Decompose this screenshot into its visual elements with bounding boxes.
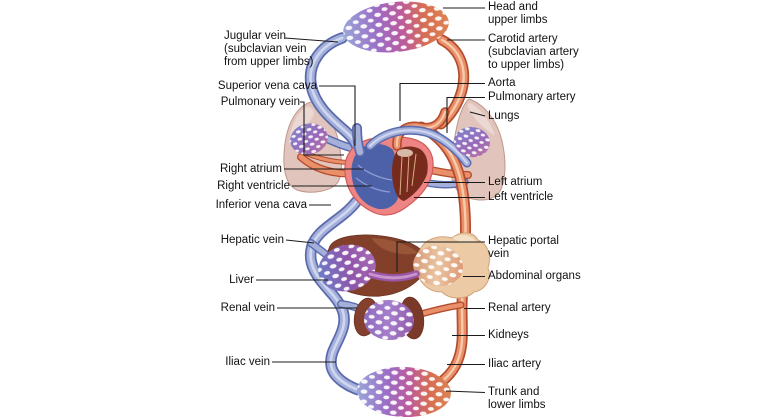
heart <box>344 136 434 216</box>
liver-organ <box>318 234 428 297</box>
kidneys-organ <box>353 296 425 341</box>
label-renal-artery: Renal artery <box>488 302 551 314</box>
label-hepatic-portal-vein: Hepatic portal vein <box>488 235 559 261</box>
artery-trunk <box>415 34 472 397</box>
label-left-ventricle: Left ventricle <box>488 191 554 203</box>
label-aorta: Aorta <box>488 77 516 89</box>
label-abdominal-organs: Abdominal organs <box>488 270 581 282</box>
label-trunk-and-lower-limbs: Trunk and lower limbs <box>488 386 546 412</box>
label-head-and-upper-limbs: Head and upper limbs <box>488 1 548 27</box>
pulmonary-artery-arc <box>365 125 472 168</box>
lower-limbs-capillary-bed <box>357 366 451 417</box>
label-carotid-artery: Carotid artery (subclavian artery to upp… <box>488 33 579 72</box>
label-kidneys: Kidneys <box>488 329 529 341</box>
right-heart-chambers <box>351 143 400 210</box>
label-iliac-artery: Iliac artery <box>488 358 542 370</box>
left-heart-chambers <box>392 146 428 201</box>
renal-artery-vessel <box>417 301 465 318</box>
vein-trunk <box>304 32 376 399</box>
label-right-ventricle: Right ventricle <box>217 180 290 192</box>
right-lung-capillaries <box>454 126 490 158</box>
label-superior-vena-cava: Superior vena cava <box>217 80 317 92</box>
abdominal-organs-organ <box>413 232 491 299</box>
superior-vena-cava-stub <box>352 123 365 157</box>
label-inferior-vena-cava: Inferior vena cava <box>215 199 307 211</box>
label-hepatic-vein: Hepatic vein <box>220 234 284 246</box>
label-pulmonary-vein: Pulmonary vein <box>220 96 300 108</box>
leader-lines <box>256 7 486 394</box>
label-left-atrium: Left atrium <box>488 176 543 188</box>
head-capillary-bed <box>343 1 449 53</box>
label-renal-vein: Renal vein <box>220 302 275 314</box>
label-liver: Liver <box>229 274 254 286</box>
label-jugular-vein: Jugular vein (subclavian vein from upper… <box>224 30 314 69</box>
hepatic-portal-vein-vessel <box>366 270 420 282</box>
label-pulmonary-artery: Pulmonary artery <box>488 91 576 103</box>
left-lung-capillaries <box>290 123 328 155</box>
label-iliac-vein: Iliac vein <box>225 356 270 368</box>
label-lungs: Lungs <box>488 110 520 122</box>
label-right-atrium: Right atrium <box>220 163 282 175</box>
